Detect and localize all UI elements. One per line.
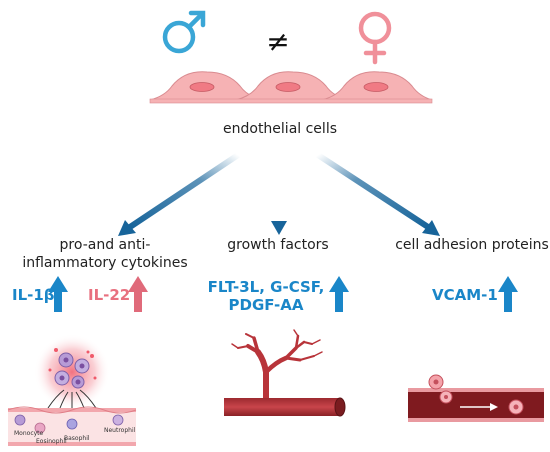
branching-vessel-illustration [224,329,346,417]
monocyte-label: Monocyte [14,430,44,437]
branch-arrow-left [118,152,241,236]
marker-growth-line2: PDGF-AA [228,296,304,314]
neutrophil-label: Neutrophil [104,427,136,434]
endothelial-cells-label: endothelial cells [223,121,337,137]
marker-il1b: IL-1β [12,286,55,304]
eosinophil-label: Eosinophil [36,438,67,445]
branch-arrow-middle [271,150,287,235]
male-symbol-icon [162,10,206,54]
marker-il22: IL-22 [88,286,131,304]
marker-vcam: VCAM-1 [432,286,498,304]
adhesion-vessel-illustration [408,374,544,422]
category-adhesion-label: cell adhesion proteins [395,237,549,253]
marker-growth-line1: FLT-3L, G-CSF, [207,278,325,296]
basophil-label: Basophil [64,435,90,442]
not-equal-symbol: ≠ [266,25,290,58]
branch-arrow-right [315,152,440,236]
immune-cells-illustration: Monocyte Eosinophil Basophil Neutrophil [7,334,137,446]
female-symbol-icon [358,11,392,65]
endothelial-cells-illustration [149,71,433,104]
category-growth-label: growth factors [227,237,329,253]
up-arrow-il22 [128,276,148,312]
category-cytokines-label: pro-and anti- inflammatory cytokines [20,236,190,272]
up-arrow-il1b [48,276,68,312]
up-arrow-vcam [498,276,518,312]
marker-growth-factors: FLT-3L, G-CSF, PDGF-AA [206,278,326,314]
category-cytokines-line1: pro-and anti- [59,237,151,253]
category-cytokines-line2: inflammatory cytokines [22,255,188,271]
up-arrow-growth [329,276,349,312]
